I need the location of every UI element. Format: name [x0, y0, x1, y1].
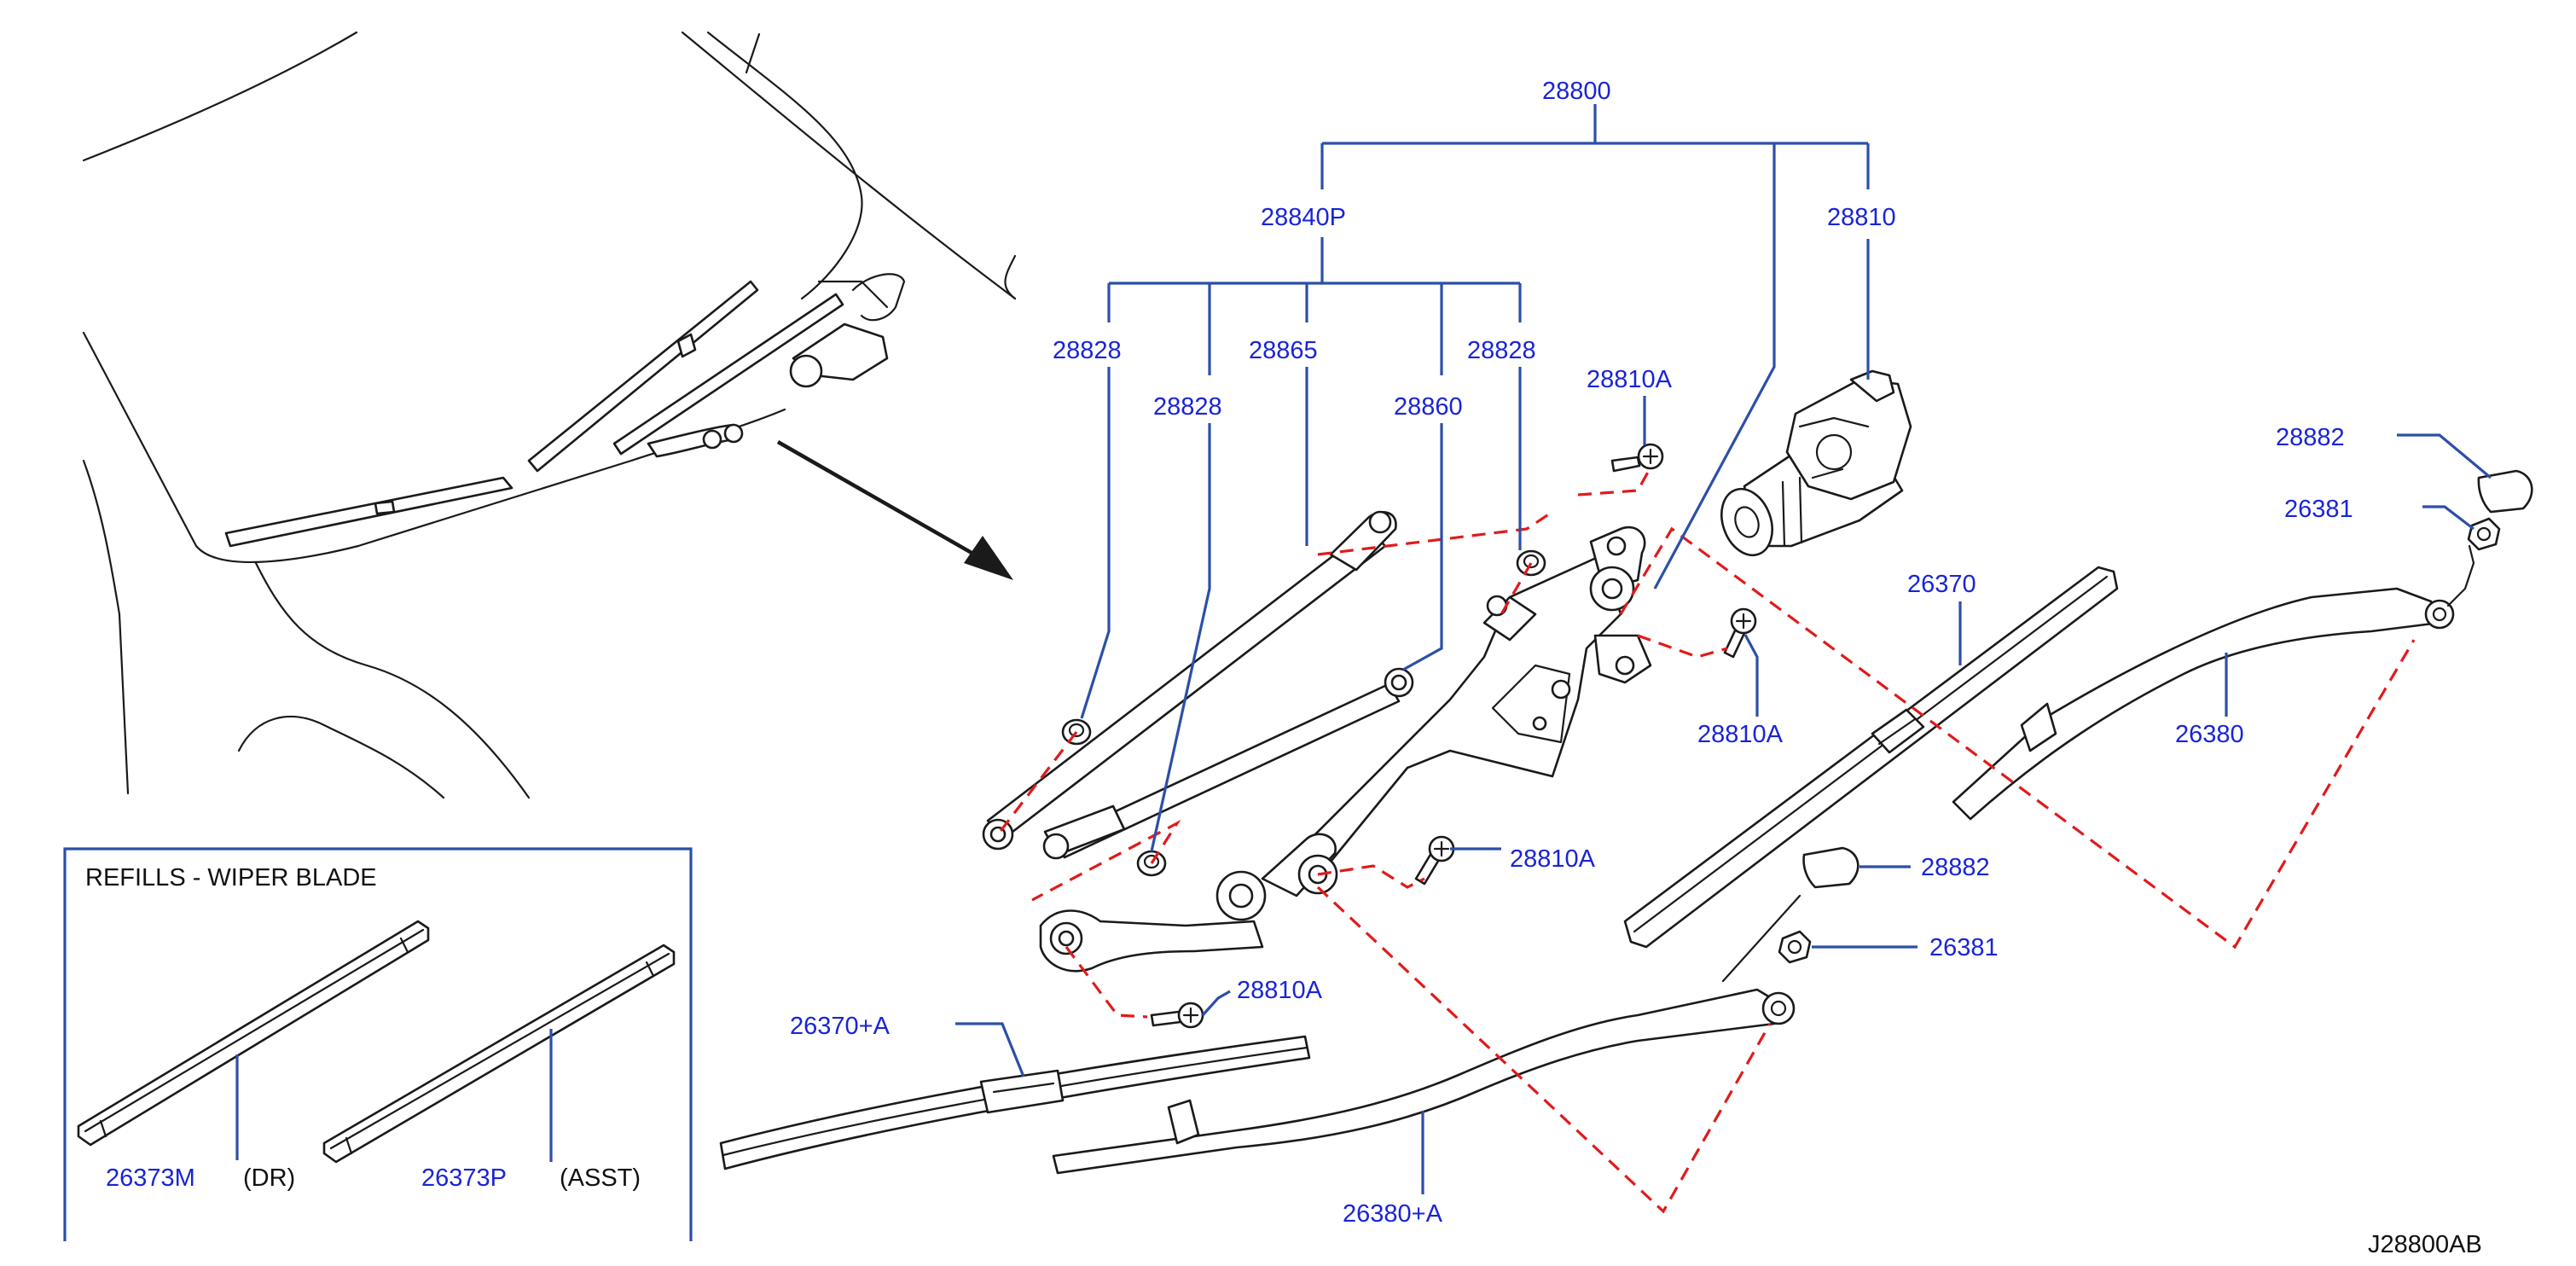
- label-26380a: 26380+A: [1343, 1200, 1443, 1228]
- label-28860: 28860: [1394, 393, 1463, 421]
- bolt-28810a-top: [1610, 443, 1664, 473]
- label-28828-mid: 28828: [1153, 393, 1222, 421]
- label-26380: 26380: [2175, 721, 2244, 748]
- label-26381-right: 26381: [2284, 496, 2353, 523]
- label-28882-right: 28882: [2276, 424, 2345, 451]
- vehicle-overview-illustration: [82, 31, 1017, 799]
- detail-arrow: [776, 440, 1013, 580]
- cap-28882-mid: [1802, 846, 1859, 889]
- refills-title: REFILLS - WIPER BLADE: [85, 864, 377, 891]
- cap-28882-right: [2477, 469, 2533, 514]
- label-26373m: 26373M: [106, 1164, 195, 1192]
- refills-inset: REFILLS - WIPER BLADE 26373M (DR) 26373P…: [63, 847, 693, 1241]
- refill-26373p-illustration: [322, 944, 676, 1164]
- label-qualifier-dr: (DR): [243, 1164, 295, 1192]
- nut-26381-right: [2467, 517, 2501, 551]
- refill-26373m-illustration: [77, 920, 430, 1147]
- label-26381-mid: 26381: [1929, 934, 1999, 961]
- label-qualifier-asst: (ASST): [560, 1164, 641, 1192]
- label-28810: 28810: [1827, 204, 1896, 231]
- label-28810a-lower: 28810A: [1237, 977, 1323, 1004]
- label-26370: 26370: [1907, 571, 1976, 598]
- label-28828-left: 28828: [1053, 337, 1122, 364]
- bolt-28810a-right: [1723, 607, 1757, 659]
- leader-lines: [955, 104, 2492, 1194]
- label-28810a-mid: 28810A: [1510, 845, 1596, 873]
- bolt-28810a-lower: [1150, 1002, 1204, 1029]
- phantom-lines: [996, 467, 2416, 1214]
- linkage-assembly: [982, 369, 1912, 1029]
- wiper-motor-28810: [1720, 369, 1912, 557]
- bolt-28810a-mid: [1414, 835, 1455, 886]
- label-28840p: 28840P: [1261, 204, 1346, 231]
- nut-26381-mid: [1778, 930, 1812, 964]
- label-26370a: 26370+A: [790, 1013, 891, 1040]
- label-28882-mid: 28882: [1921, 854, 1990, 881]
- label-26373p: 26373P: [421, 1164, 507, 1192]
- label-28810a-top: 28810A: [1587, 366, 1673, 393]
- label-28865: 28865: [1249, 337, 1318, 364]
- diagram-code: J28800AB: [2368, 1231, 2482, 1258]
- callout-labels: 28800 28840P 28810 28828 28828 28865 288…: [790, 78, 2482, 1258]
- label-28810a-right: 28810A: [1697, 721, 1784, 748]
- label-28828-right: 28828: [1467, 337, 1536, 364]
- label-28800: 28800: [1542, 78, 1611, 105]
- wiper-arms-blades: [719, 469, 2533, 1175]
